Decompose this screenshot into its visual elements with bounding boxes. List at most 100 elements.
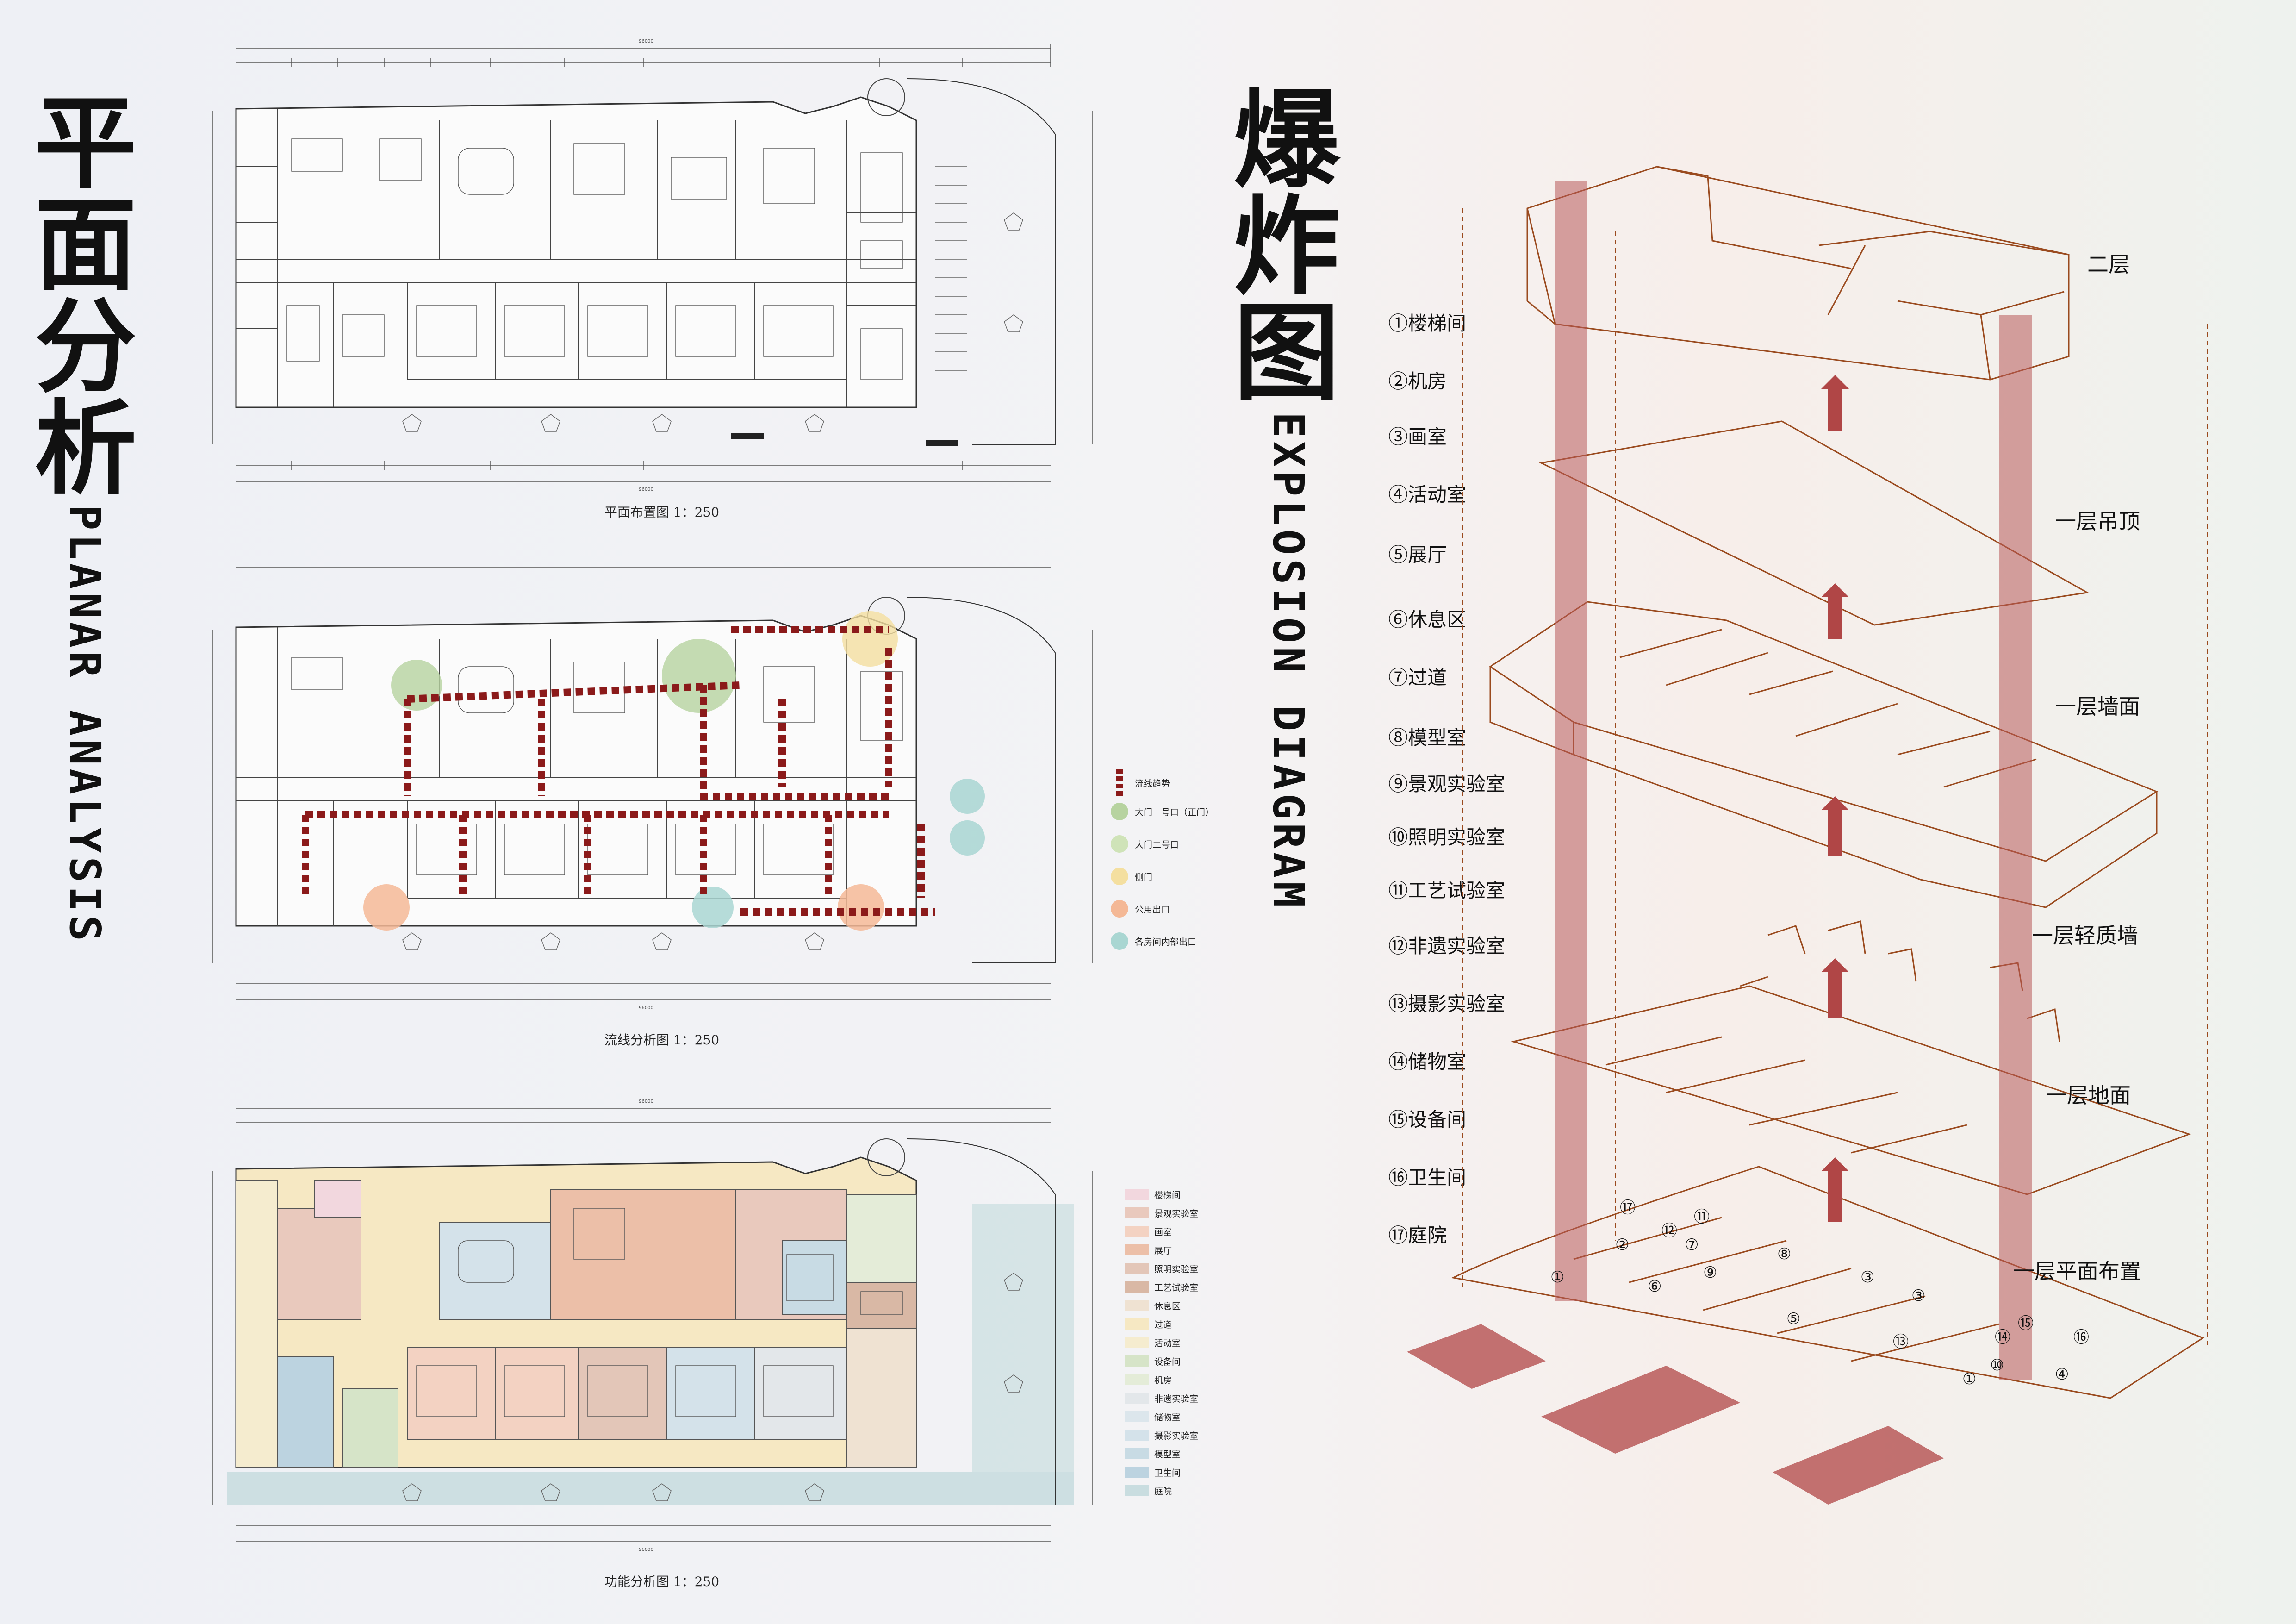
legend-row: 照明实验室: [1125, 1259, 1236, 1278]
legend-swatch: [1125, 1281, 1149, 1293]
room-list-item: ⑮设备间: [1388, 1108, 1467, 1131]
legend-label: 活动室: [1154, 1338, 1181, 1349]
room-list-item: ⑬摄影实验室: [1388, 993, 1506, 1015]
legend-swatch: [1125, 1355, 1149, 1367]
legend-label: 照明实验室: [1154, 1264, 1199, 1274]
legend-label: 景观实验室: [1154, 1208, 1199, 1219]
right-title-char: 爆: [1233, 79, 1340, 203]
layer-label-light-walls: 一层轻质墙: [2032, 923, 2138, 948]
room-list-item: ⑧模型室: [1388, 726, 1467, 749]
legend-swatch: [1125, 1244, 1149, 1255]
legend-row: 储物室: [1125, 1407, 1236, 1426]
legend-row: 休息区: [1125, 1296, 1236, 1315]
floor-marker: ⑤: [1786, 1310, 1800, 1328]
room-list-item: ⑰庭院: [1388, 1224, 1447, 1247]
legend-swatch: [1125, 1485, 1149, 1496]
legend-label: 摄影实验室: [1154, 1430, 1199, 1441]
legend-label: 侧门: [1135, 872, 1153, 882]
room-list-item: ⑦过道: [1388, 666, 1447, 689]
legend-row: 画室: [1125, 1222, 1236, 1241]
legend-swatch: [1125, 1393, 1149, 1404]
room-list-item: ①楼梯间: [1388, 312, 1467, 335]
legend-label: 大门二号口: [1135, 839, 1179, 850]
legend-row: 模型室: [1125, 1444, 1236, 1463]
floor-marker: ⑭: [1995, 1328, 2010, 1347]
legend-label: 非遗实验室: [1154, 1393, 1199, 1404]
legend-flow-trend: 流线趋势: [1111, 769, 1250, 797]
legend-label: 楼梯间: [1154, 1190, 1181, 1200]
legend-dot: [1111, 835, 1128, 853]
svg-text:96000: 96000: [639, 1099, 653, 1104]
layer-label-ground-plan: 一层平面布置: [2013, 1259, 2141, 1284]
floor-marker: ①: [1550, 1268, 1564, 1287]
legend-row: 机房: [1125, 1370, 1236, 1389]
legend-swatch: [1125, 1337, 1149, 1348]
room-list-item: ⑨景观实验室: [1388, 773, 1506, 795]
legend-swatch: [1125, 1411, 1149, 1422]
floor-marker: ③: [1860, 1268, 1874, 1287]
right-title-char: 炸: [1233, 186, 1340, 309]
legend-label: 模型室: [1154, 1449, 1181, 1460]
floor-marker: ⑨: [1703, 1263, 1717, 1282]
function-legend: 楼梯间 景观实验室 画室 展厅 照明实验室 工艺试验室 休息区 过道 活动室 设…: [1125, 1185, 1236, 1500]
legend-label: 各房间内部出口: [1135, 937, 1197, 947]
legend-gate-2: 大门二号口: [1111, 834, 1250, 854]
flow-legend: 流线趋势 大门一号口（正门） 大门二号口 侧门 公用出口 各房间内部出口: [1111, 769, 1250, 951]
floor-marker: ⑬: [1893, 1333, 1909, 1351]
floor-marker: ⑰: [1620, 1199, 1636, 1217]
left-title-char: 平: [34, 84, 137, 203]
right-title-char: 图: [1233, 292, 1340, 416]
legend-dot: [1111, 803, 1128, 820]
layer-label-floor: 一层地面: [2046, 1083, 2131, 1108]
legend-label: 卫生间: [1154, 1468, 1181, 1478]
floor-marker: ⑯: [2073, 1328, 2089, 1347]
legend-swatch: [1125, 1207, 1149, 1218]
legend-label: 流线趋势: [1135, 778, 1170, 789]
floor-marker: ⑦: [1685, 1236, 1699, 1254]
plan-flow-caption: 流线分析图 1：250: [604, 1032, 720, 1048]
legend-label: 展厅: [1154, 1245, 1172, 1256]
legend-label: 大门一号口（正门）: [1135, 807, 1214, 818]
floor-marker: ⑧: [1777, 1245, 1791, 1263]
room-list-item: ②机房: [1388, 370, 1447, 393]
legend-main-gate: 大门一号口（正门）: [1111, 802, 1250, 821]
room-list-item: ⑩照明实验室: [1388, 826, 1506, 849]
plan-flow-drawing: 96000: [212, 567, 1093, 1011]
legend-swatch: [1125, 1430, 1149, 1441]
legend-row: 楼梯间: [1125, 1185, 1236, 1204]
left-title-char: 析: [34, 390, 137, 508]
room-list-item: ⑯卫生间: [1388, 1166, 1467, 1189]
legend-swatch: [1125, 1448, 1149, 1459]
floor-marker: ⑮: [2018, 1314, 2034, 1333]
room-list-item: ⑭储物室: [1388, 1050, 1467, 1073]
plan-function-drawing: 96000 96000: [212, 1099, 1093, 1552]
right-title-english: EXPLOSION DIAGRAM: [1263, 412, 1313, 911]
legend-swatch: [1125, 1189, 1149, 1200]
floor-marker: ④: [2055, 1365, 2069, 1384]
legend-label: 休息区: [1154, 1301, 1181, 1312]
legend-row: 活动室: [1125, 1333, 1236, 1352]
left-title-char: 分: [34, 288, 137, 406]
legend-label: 机房: [1154, 1375, 1172, 1386]
room-list-item: ④活动室: [1388, 483, 1467, 506]
legend-label: 过道: [1154, 1319, 1172, 1330]
legend-row: 过道: [1125, 1315, 1236, 1333]
left-title-english: PLANAR ANALYSIS: [60, 505, 110, 945]
legend-swatch: [1125, 1263, 1149, 1274]
legend-row: 摄影实验室: [1125, 1426, 1236, 1444]
layer-label-walls: 一层墙面: [2055, 694, 2140, 719]
room-list-item: ⑪工艺试验室: [1388, 879, 1506, 902]
left-title-char: 面: [34, 186, 137, 305]
plan-layout-caption: 平面布置图 1：250: [604, 505, 720, 520]
layer-label-second-floor: 二层: [2087, 252, 2130, 277]
legend-swatch: [1125, 1226, 1149, 1237]
plan-function-caption: 功能分析图 1：250: [604, 1574, 720, 1589]
svg-text:96000: 96000: [639, 1547, 653, 1552]
legend-room-exit: 各房间内部出口: [1111, 931, 1250, 951]
legend-dot: [1111, 900, 1128, 918]
legend-row: 设备间: [1125, 1352, 1236, 1370]
room-list-item: ⑥休息区: [1388, 608, 1467, 631]
legend-label: 工艺试验室: [1154, 1282, 1199, 1293]
plan-layout-drawing: 96000 96000: [212, 39, 1093, 492]
legend-swatch: [1125, 1300, 1149, 1311]
